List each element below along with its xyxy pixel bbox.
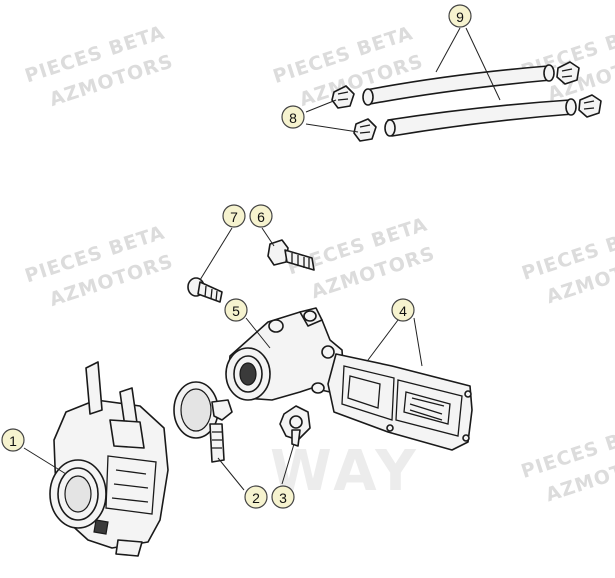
callout-5: 5 [224, 298, 248, 322]
leader-4b [413, 317, 423, 367]
callout-5-label: 5 [232, 303, 240, 319]
hose-upper [362, 64, 555, 106]
callout-7-label: 7 [230, 209, 238, 225]
leader-lines [23, 27, 501, 491]
callout-1: 1 [1, 428, 25, 452]
hose-clamp-lower-right [578, 94, 602, 118]
leader-8b [305, 123, 359, 133]
callout-4-label: 4 [399, 303, 407, 319]
carburetor [49, 361, 169, 557]
hose-clamp-upper-left [331, 85, 355, 109]
callout-8: 8 [281, 105, 305, 129]
intake-manifold [225, 307, 345, 401]
callout-3-label: 3 [279, 490, 287, 506]
callout-9: 9 [448, 4, 472, 28]
callout-1-label: 1 [9, 433, 17, 449]
manifold-clamp [173, 381, 233, 463]
callout-9-label: 9 [456, 9, 464, 25]
leader-9a [435, 27, 461, 73]
callout-4: 4 [391, 298, 415, 322]
nipple-fitting [279, 405, 311, 447]
screw [187, 277, 223, 303]
leader-6 [261, 227, 275, 247]
callout-6: 6 [249, 204, 273, 228]
callout-7: 7 [222, 204, 246, 228]
hose-lower [384, 98, 577, 137]
reed-valve-assembly [327, 353, 473, 451]
leader-8a [305, 99, 337, 113]
callout-2: 2 [244, 485, 268, 509]
hose-clamp-upper-right [556, 61, 580, 85]
leader-4a [367, 319, 399, 361]
leader-7 [199, 227, 233, 281]
leader-3 [281, 443, 295, 485]
leader-9b [465, 27, 501, 101]
watermark-center: WAY [270, 439, 420, 504]
callout-8-label: 8 [289, 110, 297, 126]
leader-2 [217, 457, 245, 491]
leader-5 [245, 317, 271, 349]
bolt [267, 239, 315, 271]
callout-3: 3 [271, 485, 295, 509]
callout-2-label: 2 [252, 490, 260, 506]
callout-6-label: 6 [257, 209, 265, 225]
leader-1 [23, 447, 67, 475]
hose-clamp-lower-left [353, 118, 377, 142]
